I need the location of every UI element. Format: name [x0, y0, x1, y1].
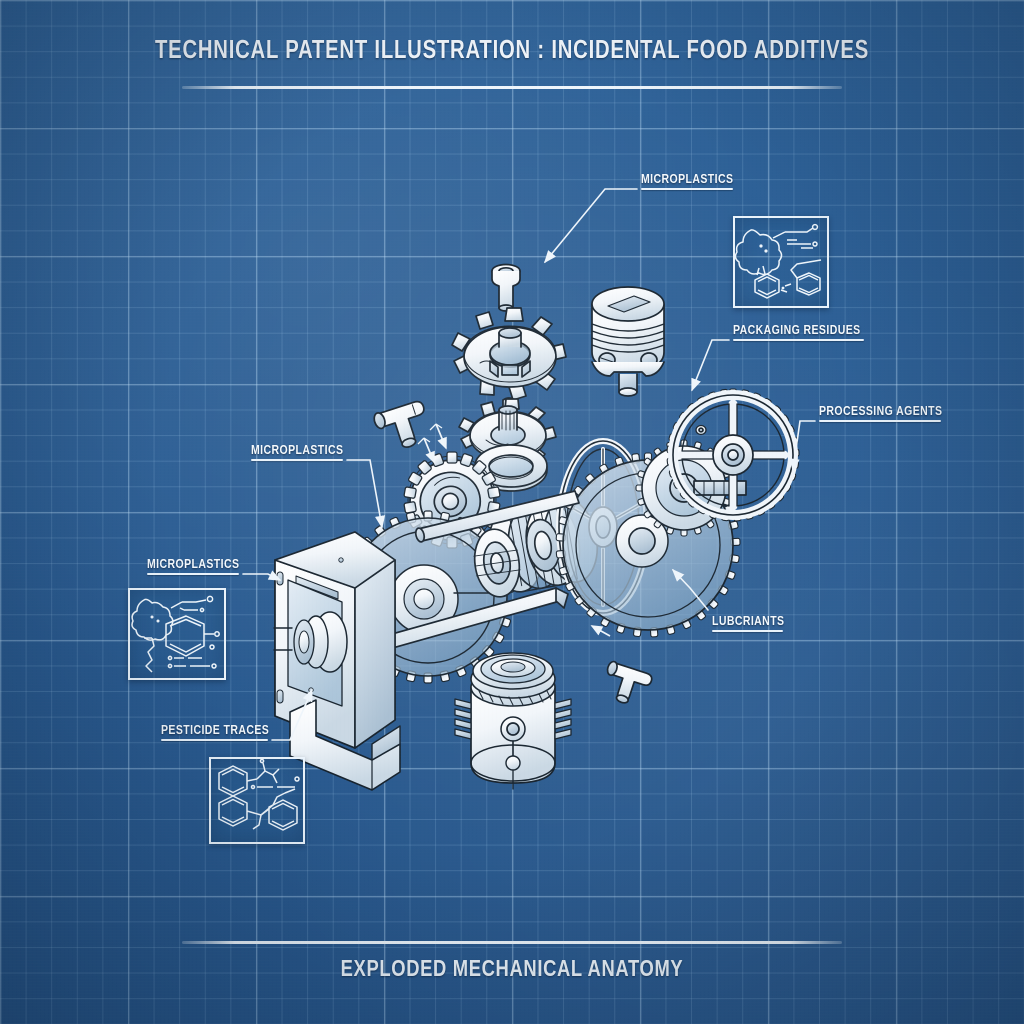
- callout-underline: [819, 420, 941, 422]
- caption-rule: [182, 941, 842, 944]
- callout-underline: [147, 573, 239, 575]
- callout-underline: [712, 630, 783, 632]
- callout-label: PROCESSING AGENTS: [819, 404, 943, 418]
- callout-label: LUBCRIANTS: [712, 614, 785, 628]
- callout-microplastics-top: MICROPLASTICS: [641, 172, 751, 190]
- callout-microplastics-left: MICROPLASTICS: [147, 557, 257, 575]
- callout-underline: [641, 188, 733, 190]
- part-spoked-drive-wheel: [666, 388, 800, 522]
- callout-underline: [733, 339, 864, 341]
- part-t-fitting-right: [606, 660, 653, 704]
- callout-label: MICROPLASTICS: [147, 557, 240, 571]
- callout-packaging-residues: PACKAGING RESIDUES: [733, 323, 885, 341]
- page-caption: EXPLODED MECHANICAL ANATOMY: [340, 955, 684, 981]
- part-chassis-frame: [273, 531, 401, 791]
- part-hex-bolt: [491, 263, 521, 312]
- callout-lubcriants: LUBCRIANTS: [712, 614, 798, 632]
- callout-underline: [161, 739, 268, 741]
- callout-label: MICROPLASTICS: [641, 172, 734, 186]
- part-cylinder-block: [454, 652, 572, 790]
- callout-label: PACKAGING RESIDUES: [733, 323, 861, 337]
- part-drive-shaft-upper: [414, 490, 580, 543]
- callout-processing-agents: PROCESSING AGENTS: [819, 404, 966, 422]
- callout-label: MICROPLASTICS: [251, 443, 344, 457]
- part-piston: [591, 286, 665, 397]
- assembly-arrows: [417, 423, 611, 637]
- chemical-structure-inset-mid-left: [128, 588, 226, 680]
- page-title: TECHNICAL PATENT ILLUSTRATION : INCIDENT…: [154, 34, 870, 64]
- title-rule: [182, 86, 842, 89]
- callout-microplastics-mid: MICROPLASTICS: [251, 443, 361, 461]
- chemical-structure-inset-bottom-left: [209, 757, 305, 844]
- callout-underline: [251, 459, 343, 461]
- callout-label: PESTICIDE TRACES: [161, 723, 270, 737]
- part-t-fitting-left: [373, 400, 425, 448]
- part-sprocket-gear-upper: [451, 307, 567, 401]
- callout-pesticide-traces: PESTICIDE TRACES: [161, 723, 290, 741]
- chemical-structure-inset-top-right: [733, 216, 829, 308]
- part-washer: [695, 424, 707, 436]
